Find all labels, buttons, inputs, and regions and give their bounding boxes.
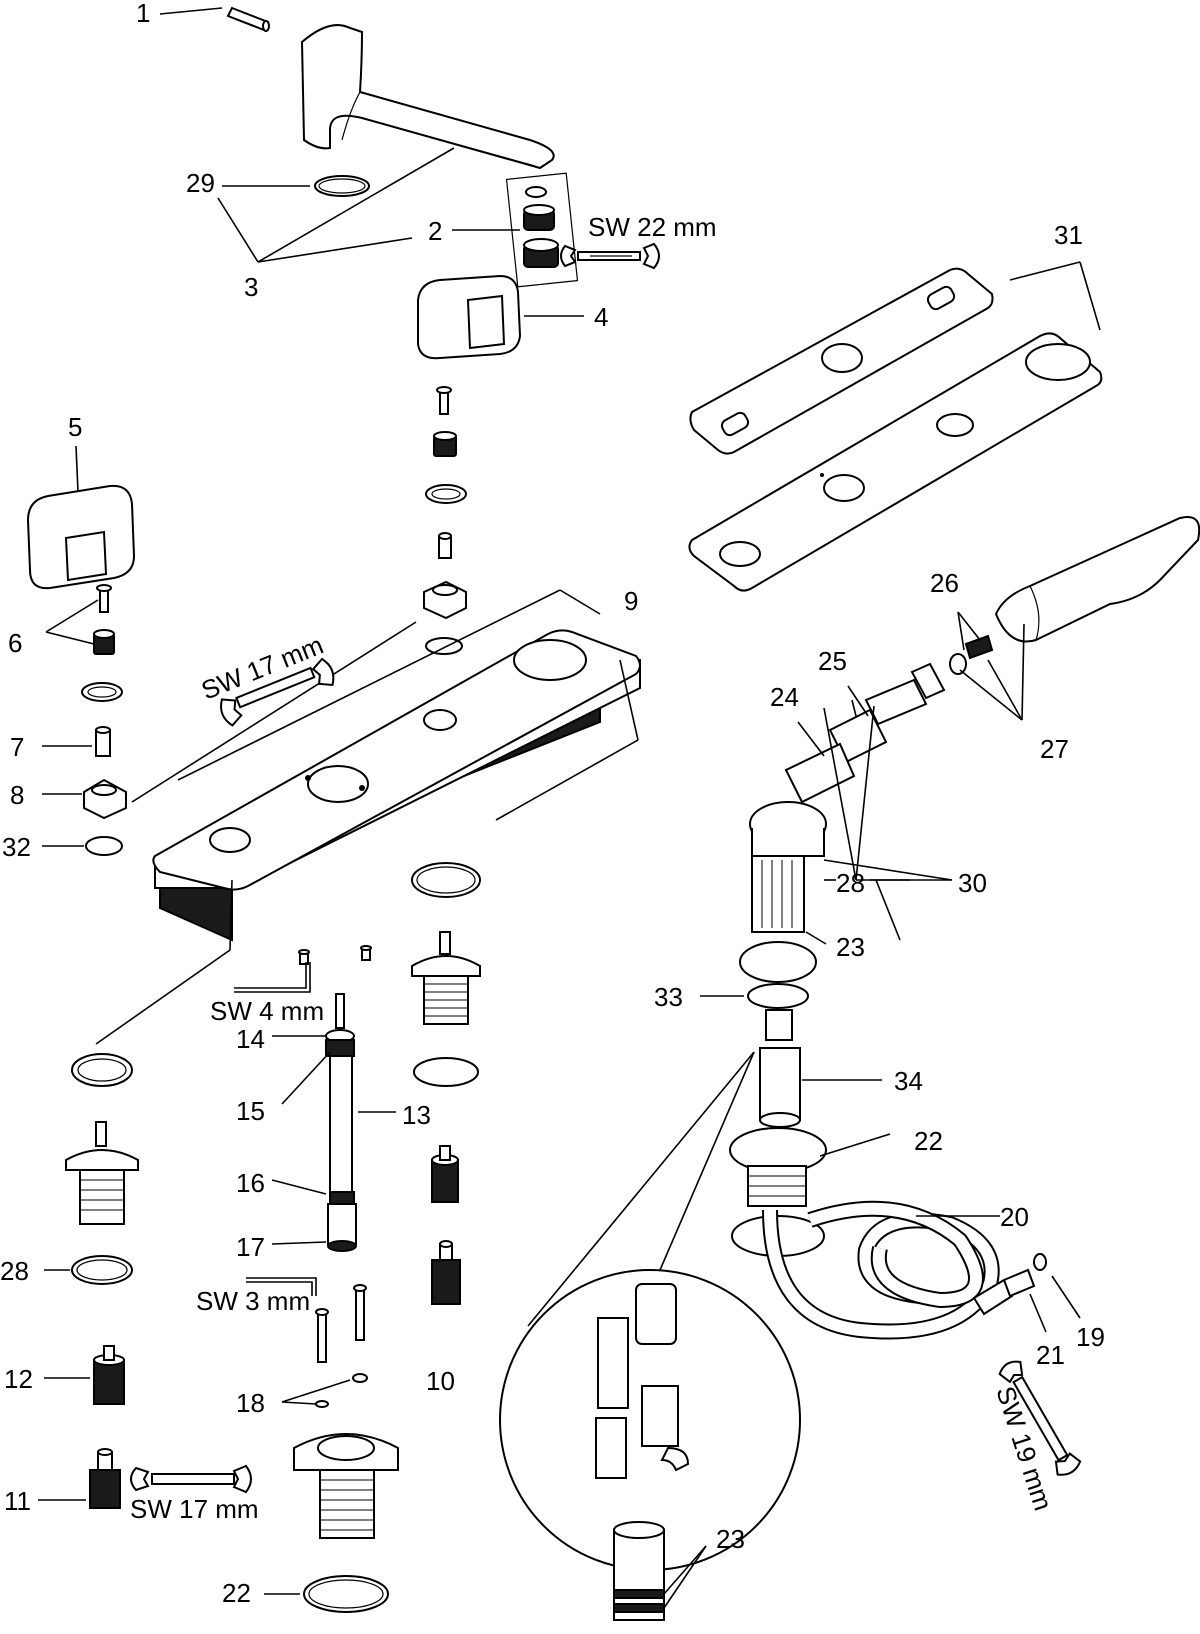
left-valve-body (44, 1053, 139, 1285)
callout-22-right: 22 (914, 1126, 943, 1156)
callout-28-right: 28 (836, 868, 865, 898)
part-4-handle-cap (417, 274, 584, 360)
part-5-handle-cap (26, 445, 136, 590)
callout-26: 26 (930, 568, 959, 598)
callout-29: 29 (186, 168, 215, 198)
wrench-sw22-icon (560, 242, 660, 270)
hex-key-sw4-icon (234, 962, 311, 993)
part-13-diverter-rod (271, 993, 396, 1252)
callout-4: 4 (594, 302, 608, 332)
callout-33: 33 (654, 982, 683, 1012)
part-12-cartridge (44, 1345, 125, 1405)
callout-27: 27 (1040, 734, 1069, 764)
callout-24: 24 (770, 682, 799, 712)
callout-8: 8 (10, 780, 24, 810)
seal-ring-middle (411, 862, 481, 898)
wrench-size-sw19: SW 19 mm (990, 1383, 1058, 1515)
callout-20: 20 (1000, 1202, 1029, 1232)
wrench-sw17-bottom-icon (130, 1464, 252, 1494)
part-9-deck-plate (95, 589, 641, 1045)
callout-5: 5 (68, 412, 82, 442)
part-1-pin (159, 6, 270, 32)
part-3-spout (300, 24, 555, 197)
part-26-hand-shower (949, 516, 1200, 721)
wrench-size-sw17-bottom: SW 17 mm (130, 1494, 259, 1524)
part-22-shower-body (264, 1433, 399, 1613)
part-34-shower-holder (729, 801, 827, 1257)
right-leaders (700, 699, 953, 1081)
callout-2: 2 (428, 216, 442, 246)
callout-6: 6 (8, 628, 22, 658)
callout-31: 31 (1054, 220, 1083, 250)
part-10-cartridge (431, 1145, 461, 1305)
wrench-size-sw3: SW 3 mm (196, 1286, 310, 1316)
wrench-size-sw4: SW 4 mm (210, 996, 324, 1026)
callout-25: 25 (818, 646, 847, 676)
valve-body-center (411, 931, 481, 1087)
callout-23-detail: 23 (716, 1524, 745, 1554)
callout-32: 32 (2, 832, 31, 862)
detail-magnifier (499, 1051, 801, 1621)
wrench-size-sw22: SW 22 mm (588, 212, 717, 242)
callout-30: 30 (958, 868, 987, 898)
callout-7: 7 (10, 732, 24, 762)
callout-22-bottom: 22 (222, 1578, 251, 1608)
parts-24-25-hose-couplings (784, 662, 946, 804)
callout-18: 18 (236, 1388, 265, 1418)
part-20-hose (762, 1133, 1081, 1340)
callout-21: 21 (1036, 1340, 1065, 1370)
center-valve-stack (423, 386, 467, 655)
callout-19: 19 (1076, 1322, 1105, 1352)
callout-1: 1 (136, 0, 150, 28)
grub-screws (298, 945, 372, 965)
callout-10: 10 (426, 1366, 455, 1396)
screws-sw3 (246, 1277, 368, 1408)
part-31-plates (688, 261, 1103, 592)
callout-34: 34 (894, 1066, 923, 1096)
callout-28-left: 28 (0, 1256, 29, 1286)
callout-13: 13 (402, 1100, 431, 1130)
wrench-sw19-icon (998, 1360, 1082, 1476)
wrench-sw17-top-icon (220, 657, 335, 727)
callout-3: 3 (244, 272, 258, 302)
callout-15: 15 (236, 1096, 265, 1126)
callout-14: 14 (236, 1024, 265, 1054)
callout-12: 12 (4, 1364, 33, 1394)
callout-16: 16 (236, 1168, 265, 1198)
leader-3 (217, 147, 455, 263)
callout-17: 17 (236, 1232, 265, 1262)
callout-11: 11 (4, 1486, 31, 1516)
part-2-aerator (452, 172, 579, 288)
callout-23-right: 23 (836, 932, 865, 962)
left-valve-stack (42, 584, 127, 856)
callout-9: 9 (624, 586, 638, 616)
part-11-cartridge (38, 1448, 121, 1509)
